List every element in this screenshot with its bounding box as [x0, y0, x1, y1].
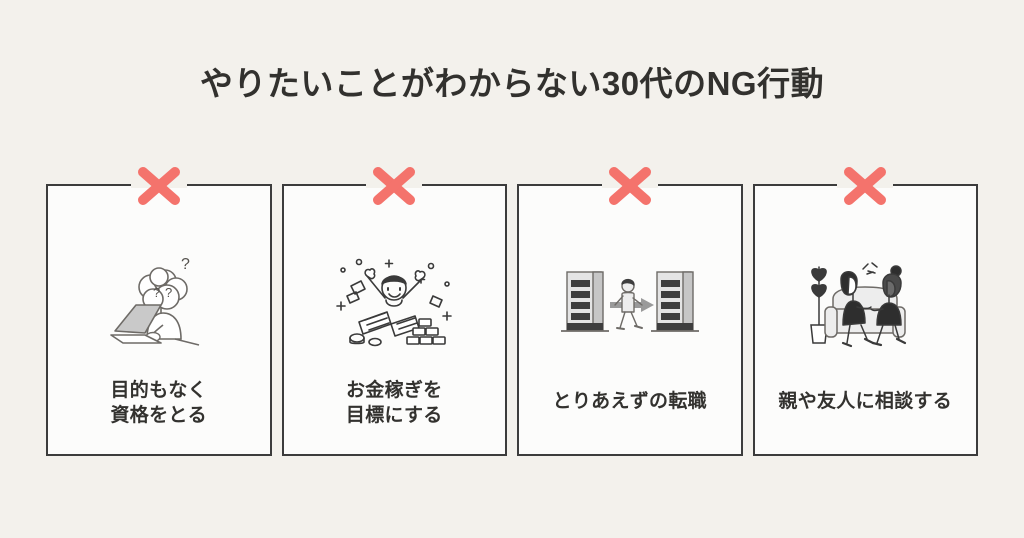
- card-4-label-line-1: 親や友人に相談する: [778, 390, 953, 412]
- card-2-illustration: [284, 244, 506, 362]
- card-2-label-line-1: お金稼ぎを: [345, 380, 443, 401]
- ng-card-2: お金稼ぎを 目標にする: [281, 167, 507, 456]
- ng-card-4: 親や友人に相談する: [752, 167, 978, 456]
- page-title: やりたいことがわからない30代のNG行動: [199, 65, 825, 102]
- card-grid: ? ? ?: [46, 167, 978, 456]
- card-1-label-line-1: 目的もなく: [110, 380, 207, 401]
- card-1-border-notch: [130, 183, 187, 188]
- card-3-illustration: [519, 244, 741, 362]
- card-3-label-line-1: とりあえずの転職: [552, 390, 707, 412]
- card-3-border-notch: [601, 183, 658, 188]
- card-2-label-line-2: 目標にする: [345, 405, 443, 426]
- card-2-border-notch: [366, 183, 423, 188]
- card-4-illustration: [755, 244, 977, 362]
- svg-text:?: ?: [165, 285, 172, 300]
- card-4-label: 親や友人に相談する: [755, 378, 977, 424]
- card-4-border-notch: [837, 183, 894, 188]
- card-1-illustration: ? ? ?: [48, 244, 270, 362]
- card-1-label: 目的もなく 資格をとる: [48, 378, 270, 440]
- card-3-label: とりあえずの転職: [519, 378, 741, 424]
- card-1-label-line-2: 資格をとる: [110, 405, 207, 426]
- svg-text:?: ?: [181, 256, 190, 273]
- ng-card-1: ? ? ?: [46, 167, 272, 456]
- card-2-label: お金稼ぎを 目標にする: [284, 378, 506, 440]
- svg-text:?: ?: [153, 285, 160, 300]
- ng-card-3: とりあえずの転職: [517, 167, 743, 456]
